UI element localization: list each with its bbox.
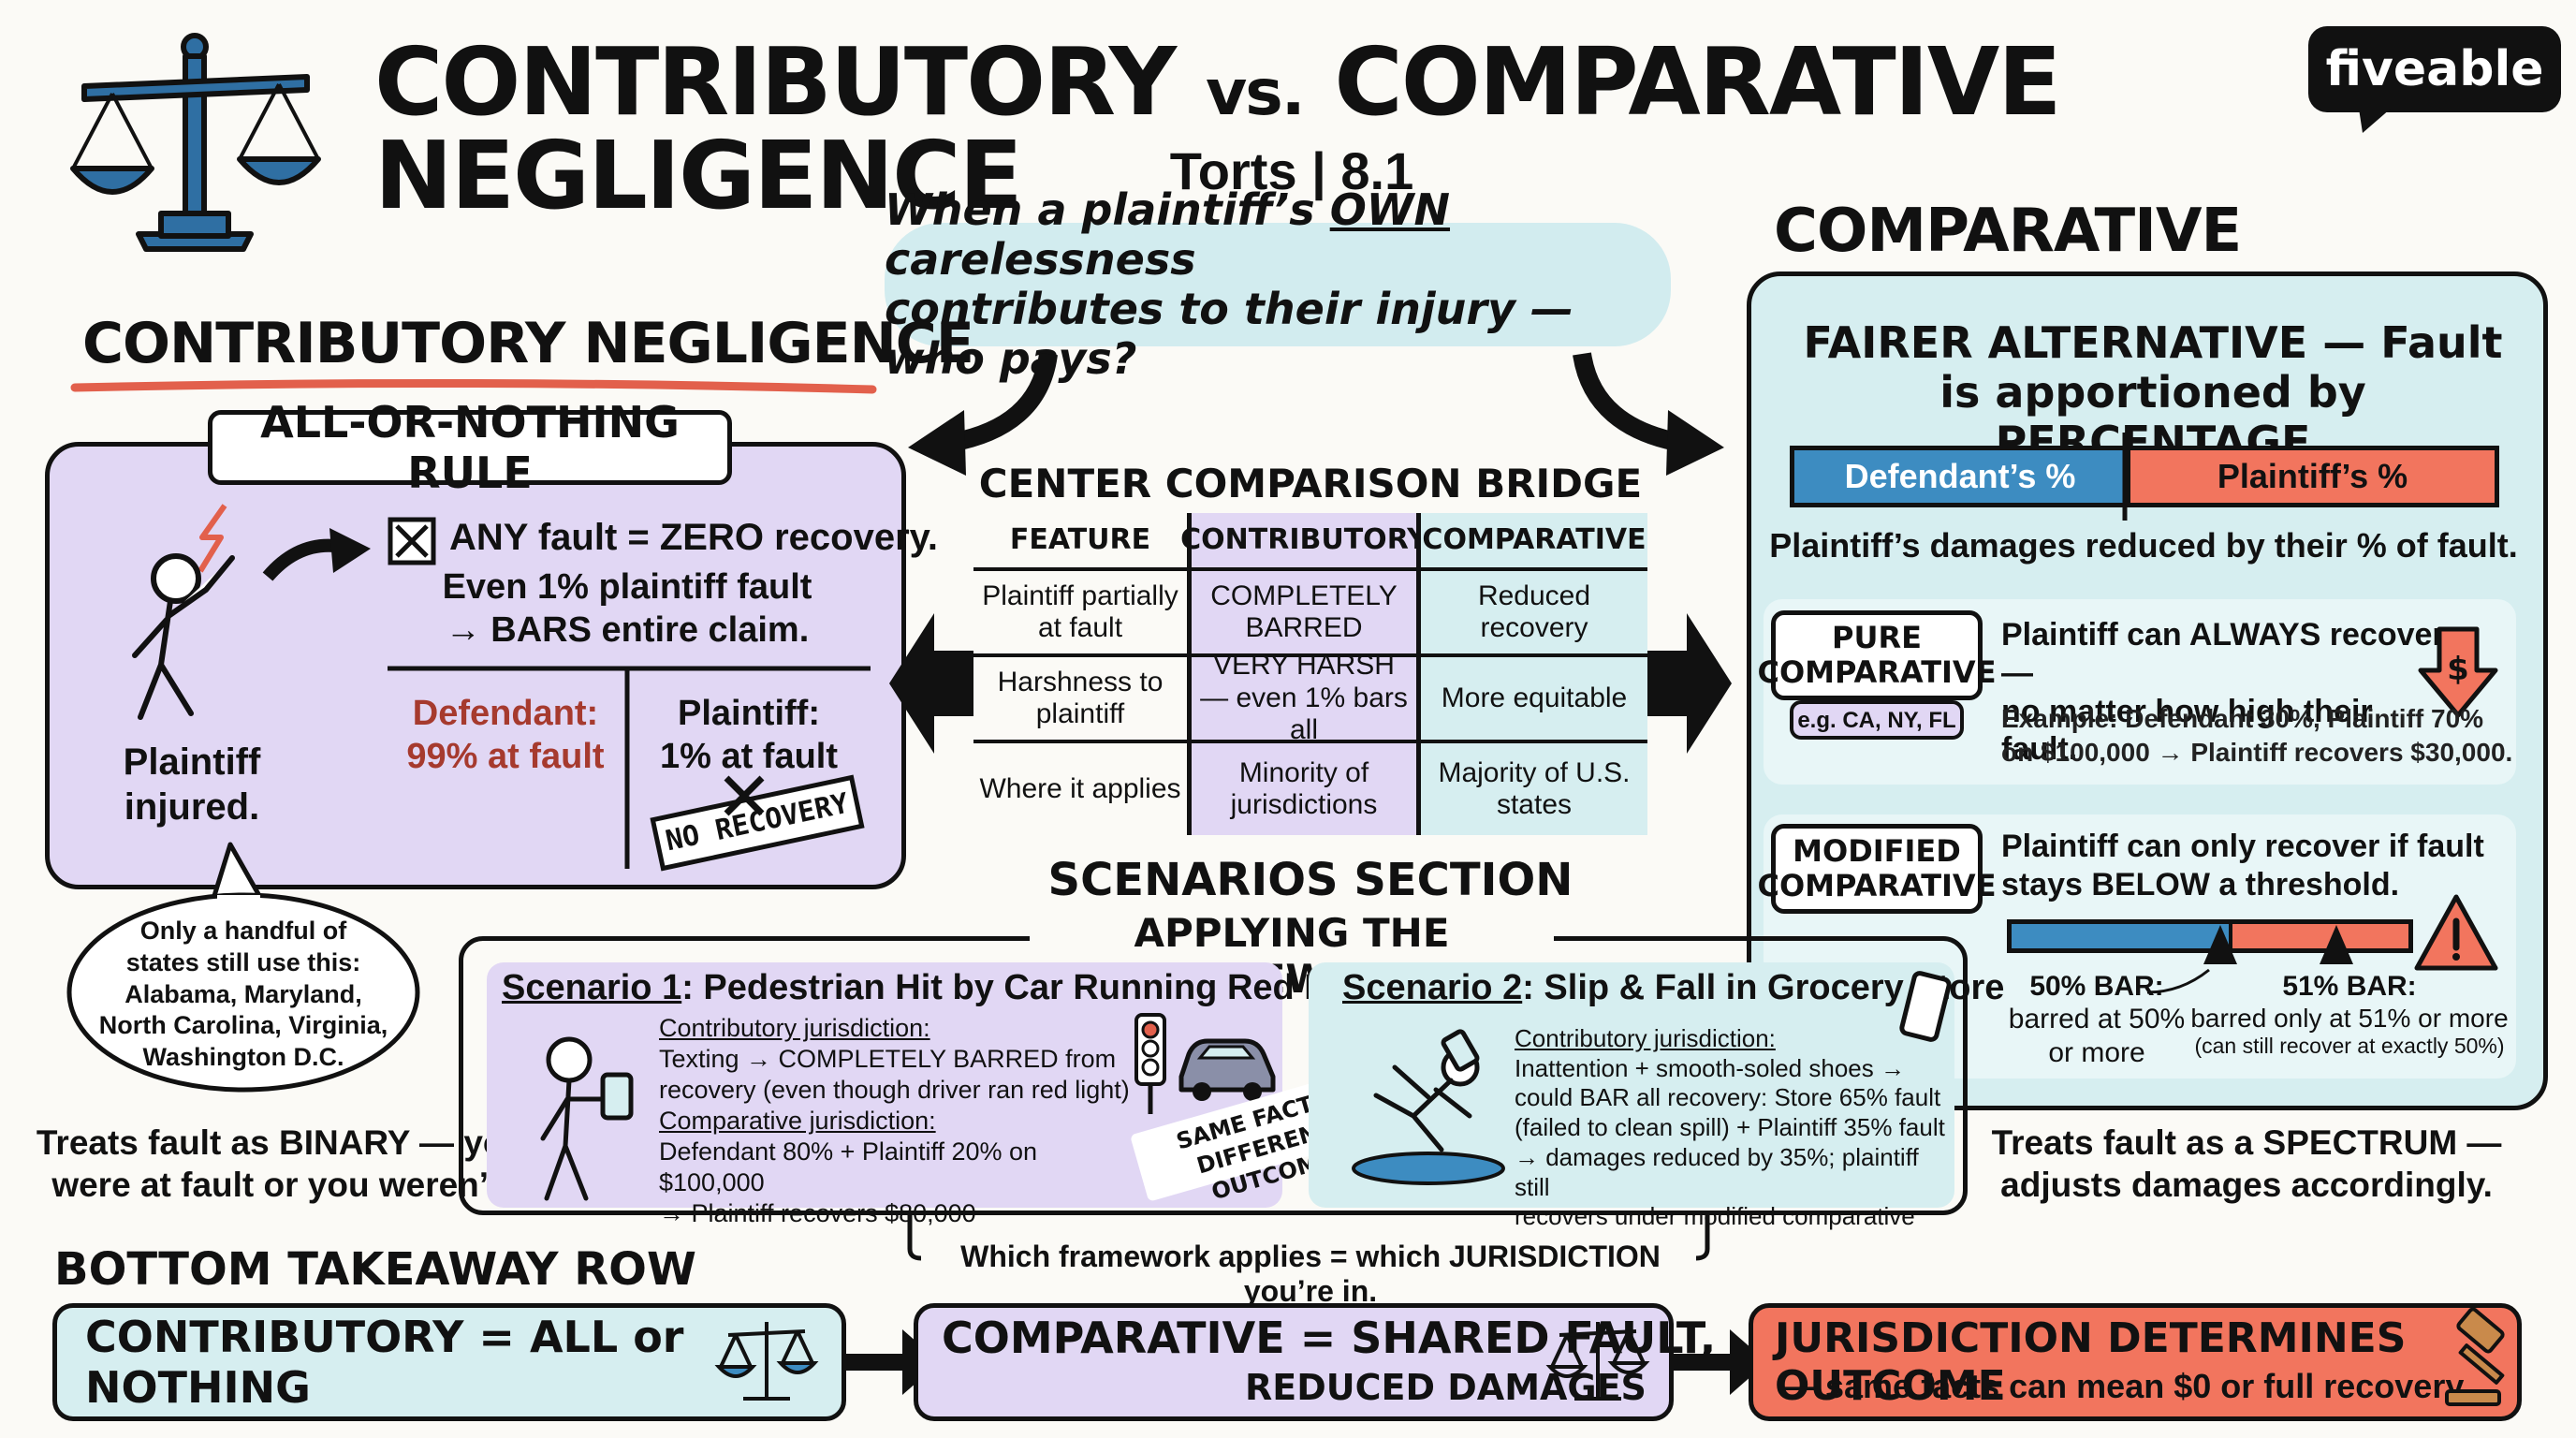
svg-text:$: $ <box>2447 651 2469 688</box>
heading-underline <box>70 378 877 394</box>
brand-logo-tail <box>2359 109 2391 133</box>
jurisdiction-bracket <box>907 1211 1710 1261</box>
injured-person-icon <box>132 504 235 720</box>
takeaway-comparative-line2: REDUCED DAMAGES <box>1245 1367 1647 1408</box>
takeaway-jurisdiction-line2: — same facts can mean $0 or full recover… <box>1782 1367 2465 1405</box>
defendant-segment: Defendant’s % <box>1794 450 2126 503</box>
scenario-1-text: Contributory jurisdiction: Texting → COM… <box>659 1014 1130 1227</box>
bridge-arrow-right <box>1647 613 1732 754</box>
threshold-51-marker <box>2320 925 2353 964</box>
takeaway-comparative-line1: COMPARATIVE = SHARED FAULT, <box>942 1313 1717 1363</box>
all-or-nothing-label: ALL-OR-NOTHING RULE <box>208 397 732 498</box>
bridge-arrow-left <box>889 613 973 754</box>
curved-arrow-right <box>1573 352 1724 476</box>
fault-percentage-bar: Defendant’s % Plaintiff’s % <box>1790 446 2499 507</box>
scales-icon <box>714 1322 819 1401</box>
binary-caption: Treats fault as BINARY — you were at fau… <box>36 1123 526 1205</box>
damages-reduced-text: Plaintiff’s damages reduced by their % o… <box>1769 526 2518 565</box>
pedestrian-texting-icon <box>540 1036 634 1201</box>
table-header: COMPARATIVE <box>1421 513 1647 571</box>
table-cell: Reduced recovery <box>1421 571 1647 657</box>
x-box-icon <box>388 517 436 565</box>
defendant-fault: Defendant: 99% at fault <box>406 694 605 776</box>
plaintiff-segment: Plaintiff’s % <box>2126 450 2495 503</box>
threshold-50-marker <box>2203 925 2237 964</box>
bar-split-marker <box>2122 433 2128 521</box>
one-percent-rule: Even 1% plaintiff fault → BARS entire cl… <box>442 567 812 650</box>
takeaway-jurisdiction-line1: JURISDICTION DETERMINES OUTCOME <box>1775 1314 2407 1410</box>
pure-states-tag: e.g. CA, NY, FL <box>1790 700 1964 740</box>
fault-split-divider <box>388 666 871 869</box>
takeaway-box-comparative <box>914 1303 1674 1421</box>
states-bubble-text: Only a handful of states still use this:… <box>98 917 388 1071</box>
table-cell: Harshness to plaintiff <box>973 657 1187 743</box>
warning-icon <box>2414 894 2498 971</box>
phone-icon <box>1899 971 1952 1042</box>
curved-arrow-left <box>908 352 1058 476</box>
plaintiff-injured-label: Plaintiff injured. <box>123 741 261 828</box>
speech-bubble <box>66 842 420 1093</box>
scenarios-title: SCENARIOS SECTION <box>1047 854 1573 906</box>
down-arrow-dollar-icon: $ <box>2418 626 2498 718</box>
bar-51-rule: 51% BAR: barred only at 51% or more (can… <box>2190 971 2509 1059</box>
arrow-right-2 <box>1674 1329 1767 1395</box>
arrow-icon <box>262 528 371 581</box>
zero-recovery-rule: ANY fault = ZERO recovery. <box>449 517 939 558</box>
spectrum-caption: Treats fault as a SPECTRUM — adjusts dam… <box>1991 1123 2502 1205</box>
table-cell: More equitable <box>1421 657 1647 743</box>
plaintiff-fault: Plaintiff: 1% at fault <box>659 694 839 776</box>
page-subtitle: Torts | 8.1 <box>1169 141 1414 200</box>
takeaway-box-jurisdiction <box>1749 1303 2522 1421</box>
scales-icon <box>1545 1322 1650 1401</box>
modified-comparative-label: MODIFIED COMPARATIVE <box>1757 824 1997 914</box>
scenario-2-text: Contributory jurisdiction: Inattention +… <box>1515 1024 1945 1231</box>
bar50-pointer <box>2146 968 2210 994</box>
central-question: When a plaintiff’s OWN carelessness cont… <box>885 185 1671 383</box>
table-cell: Majority of U.S. states <box>1421 743 1647 835</box>
jurisdiction-note: Which framework applies = which JURISDIC… <box>960 1240 1661 1308</box>
contributory-heading: CONTRIBUTORY NEGLIGENCE <box>82 311 974 376</box>
table-cell: Minority of jurisdictions <box>1187 743 1421 835</box>
cross-mark-icon <box>724 775 765 816</box>
pure-rule-text: Plaintiff can ALWAYS recover — no matter… <box>2001 617 2445 768</box>
takeaway-heading: BOTTOM TAKEAWAY ROW <box>54 1243 696 1296</box>
pure-comparative-label: PURE COMPARATIVE <box>1757 610 1997 700</box>
traffic-light-icon <box>1134 1013 1166 1114</box>
page-title: CONTRIBUTORY vs. COMPARATIVE NEGLIGENCE <box>374 27 2062 230</box>
gavel-icon <box>2445 1307 2505 1406</box>
table-cell: COMPLETELY BARRED <box>1187 571 1421 657</box>
table-header: CONTRIBUTORY <box>1180 513 1427 571</box>
bridge-title: CENTER COMPARISON BRIDGE <box>978 461 1643 506</box>
pure-example-text: Example: Defendant 30%, Plaintiff 70% on… <box>2001 704 2513 767</box>
fairer-alternative: FAIRER ALTERNATIVE — Fault is apportione… <box>1803 317 2503 467</box>
table-cell: VERY HARSH — even 1% bars all <box>1187 650 1421 745</box>
takeaway-box-contributory: CONTRIBUTORY = ALL or NOTHING <box>52 1303 846 1421</box>
table-cell: Where it applies <box>979 772 1181 804</box>
comparison-table: FEATURE CONTRIBUTORY COMPARATIVE Plainti… <box>973 513 1647 835</box>
car-icon <box>1178 1038 1276 1101</box>
table-cell: Plaintiff partially at fault <box>973 571 1187 657</box>
slip-and-fall-icon <box>1352 1029 1505 1185</box>
table-header: FEATURE <box>973 513 1187 571</box>
scenario-1-title: Scenario 1: Pedestrian Hit by Car Runnin… <box>502 968 1392 1007</box>
modified-rule-text: Plaintiff can only recover if fault stay… <box>2001 829 2484 902</box>
bar-50-rule: 50% BAR: barred at 50% or more <box>2008 971 2186 1068</box>
brand-logo: fiveable <box>2308 26 2561 112</box>
scales-of-justice-icon <box>70 33 321 252</box>
